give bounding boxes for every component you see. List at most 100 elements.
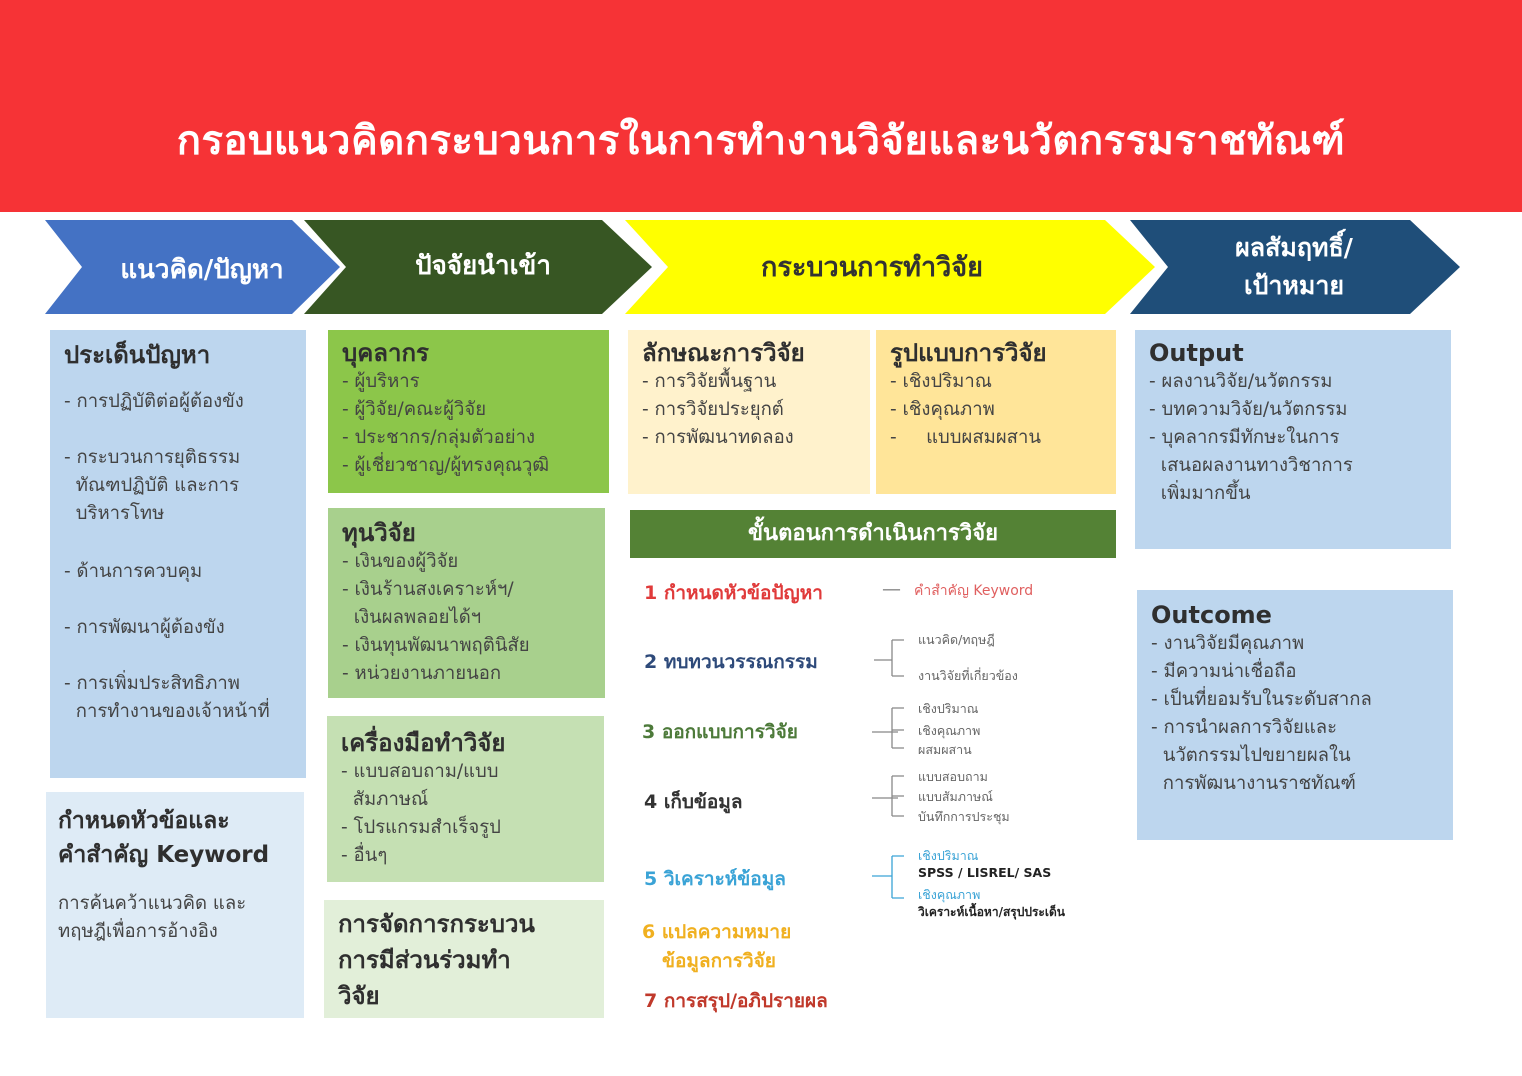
- output-title: Output: [1149, 339, 1244, 367]
- research-nature-line: - การวิจัยประยุกต์: [642, 399, 784, 420]
- outcome-line: - การนำผลการวิจัยและ: [1151, 717, 1338, 738]
- arrow-process-label: กระบวนการทำวิจัย: [761, 252, 983, 283]
- personnel-line: - ผู้เชี่ยวชาญ/ผู้ทรงคุณวุฒิ: [342, 455, 550, 476]
- research-nature-line: - การวิจัยพื้นฐาน: [642, 371, 777, 392]
- tools-title: เครื่องมือทำวิจัย: [341, 729, 506, 757]
- research-form-line: - แบบผสมผสาน: [890, 427, 1041, 448]
- outcome-title: Outcome: [1151, 601, 1272, 629]
- outcome-line: - เป็นที่ยอมรับในระดับสากล: [1151, 689, 1372, 710]
- management-line: การจัดการกระบวน: [338, 910, 535, 938]
- fund-line: เงินผลพลอยได้ฯ: [342, 607, 482, 628]
- step-4-sub: แบบสอบถาม: [918, 769, 988, 784]
- step-5-sub: SPSS / LISREL/ SAS: [918, 865, 1052, 880]
- management-box: การจัดการกระบวน การมีส่วนร่วมทำ วิจัย: [324, 900, 604, 1018]
- step-3: 3 ออกแบบการวิจัย: [642, 721, 798, 743]
- output-line: - บุคลากรมีทักษะในการ: [1149, 427, 1340, 448]
- bracket-step-5: [872, 855, 904, 899]
- bracket-step-4: [872, 775, 904, 817]
- arrow-goal-label-2: เป้าหมาย: [1244, 271, 1344, 300]
- issue-box: ประเด็นปัญหา - การปฏิบัติต่อผู้ต้องขัง -…: [50, 330, 306, 778]
- step-brackets: [872, 639, 904, 899]
- step-2-sub: งานวิจัยที่เกี่ยวข้อง: [918, 668, 1018, 683]
- personnel-title: บุคลากร: [342, 339, 429, 367]
- step-5-sub: เชิงคุณภาพ: [918, 887, 981, 902]
- output-line: เพิ่มมากขึ้น: [1149, 483, 1251, 504]
- phase-arrows: แนวคิด/ปัญหา ปัจจัยนำเข้า กระบวนการทำวิจ…: [45, 220, 1460, 314]
- output-line: เสนอผลงานทางวิชาการ: [1149, 455, 1353, 476]
- topic-box: กำหนดหัวข้อและ คำสำคัญ Keyword การค้นคว้…: [46, 792, 304, 1018]
- arrow-concept: [45, 220, 340, 314]
- research-form-title: รูปแบบการวิจัย: [890, 339, 1047, 367]
- fund-line: - หน่วยงานภายนอก: [342, 663, 502, 684]
- research-form-line: - เชิงคุณภาพ: [890, 399, 995, 420]
- arrow-input: [304, 220, 652, 314]
- topic-title: กำหนดหัวข้อและ: [58, 808, 230, 834]
- fund-box: ทุนวิจัย - เงินของผู้วิจัย - เงินร้านสงเ…: [328, 508, 605, 698]
- step-5-sub: เชิงปริมาณ: [918, 848, 979, 863]
- research-nature-box: ลักษณะการวิจัย - การวิจัยพื้นฐาน - การวิ…: [628, 330, 870, 494]
- personnel-line: - ประชากร/กลุ่มตัวอย่าง: [342, 427, 535, 448]
- step-1: 1 กำหนดหัวข้อปัญหา: [644, 582, 823, 604]
- issue-line: - การเพิ่มประสิทธิภาพ: [64, 673, 240, 694]
- fund-line: - เงินร้านสงเคราะห์ฯ/: [342, 579, 514, 600]
- management-line: วิจัย: [338, 982, 380, 1010]
- outcome-box: Outcome - งานวิจัยมีคุณภาพ - มีความน่าเช…: [1137, 590, 1453, 840]
- outcome-line: - งานวิจัยมีคุณภาพ: [1151, 633, 1305, 654]
- topic-line: การค้นคว้าแนวคิด และ: [58, 893, 247, 914]
- arrow-process: [625, 220, 1155, 314]
- management-line: การมีส่วนร่วมทำ: [338, 946, 511, 974]
- tools-line: - อื่นๆ: [341, 845, 388, 866]
- step-2: 2 ทบทวนวรรณกรรม: [644, 651, 818, 673]
- personnel-line: - ผู้วิจัย/คณะผู้วิจัย: [342, 399, 487, 420]
- issue-line: - ด้านการควบคุม: [64, 561, 203, 582]
- issue-line: ทัณฑปฏิบัติ และการ: [64, 475, 240, 496]
- topic-line: ทฤษฎีเพื่อการอ้างอิง: [58, 921, 218, 942]
- step-3-sub: เชิงคุณภาพ: [918, 723, 981, 738]
- step-3-sub: เชิงปริมาณ: [918, 701, 979, 716]
- step-5: 5 วิเคราะห์ข้อมูล: [644, 868, 786, 890]
- step-4-sub: บันทึกการประชุม: [918, 809, 1010, 824]
- output-box: Output - ผลงานวิจัย/นวัตกรรม - บทความวิจ…: [1135, 330, 1451, 549]
- tools-box: เครื่องมือทำวิจัย - แบบสอบถาม/แบบ สัมภาษ…: [327, 716, 604, 882]
- issue-line: - การปฏิบัติต่อผู้ต้องขัง: [64, 391, 244, 412]
- step-6-line-1: 6 แปลความหมาย: [642, 921, 792, 943]
- steps-header: ขั้นตอนการดำเนินการวิจัย: [630, 510, 1116, 558]
- research-form-line: - เชิงปริมาณ: [890, 371, 992, 392]
- fund-line: - เงินของผู้วิจัย: [342, 551, 459, 572]
- issue-line: การทำงานของเจ้าหน้าที่: [64, 701, 270, 722]
- step-6-line-2: ข้อมูลการวิจัย: [662, 950, 776, 972]
- arrow-goal: [1130, 220, 1460, 314]
- topic-title: คำสำคัญ Keyword: [58, 842, 270, 868]
- arrow-concept-label: แนวคิด/ปัญหา: [120, 255, 283, 285]
- bracket-step-3: [872, 707, 904, 749]
- output-line: - บทความวิจัย/นวัตกรรม: [1149, 399, 1348, 420]
- arrow-input-label: ปัจจัยนำเข้า: [415, 251, 551, 281]
- issue-line: บริหารโทษ: [64, 503, 165, 524]
- outcome-line: นวัตกรรมไปขยายผลใน: [1151, 745, 1351, 766]
- step-2-sub: แนวคิด/ทฤษฎี: [918, 632, 995, 647]
- research-nature-line: - การพัฒนาทดลอง: [642, 427, 794, 448]
- arrow-goal-label-1: ผลสัมฤทธิ์/: [1235, 228, 1354, 262]
- outcome-line: - มีความน่าเชื่อถือ: [1151, 661, 1297, 682]
- tools-line: - โปรแกรมสำเร็จรูป: [341, 817, 501, 838]
- step-7: 7 การสรุป/อภิปรายผล: [644, 990, 828, 1012]
- step-4-sub: แบบสัมภาษณ์: [918, 789, 993, 804]
- step-1-dash: —: [882, 578, 901, 600]
- step-3-sub: ผสมผสาน: [918, 742, 972, 757]
- fund-line: - เงินทุนพัฒนาพฤตินิสัย: [342, 635, 530, 656]
- page-title: กรอบแนวคิดกระบวนการในการทำงานวิจัยและนวั…: [176, 118, 1346, 164]
- personnel-line: - ผู้บริหาร: [342, 371, 420, 392]
- research-nature-title: ลักษณะการวิจัย: [642, 339, 805, 367]
- tools-line: สัมภาษณ์: [341, 789, 429, 810]
- step-5-sub: วิเคราะห์เนื้อหา/สรุปประเด็น: [918, 905, 1065, 919]
- research-form-box: รูปแบบการวิจัย - เชิงปริมาณ - เชิงคุณภาพ…: [876, 330, 1116, 494]
- issue-title: ประเด็นปัญหา: [64, 341, 211, 369]
- fund-title: ทุนวิจัย: [342, 519, 416, 547]
- title-banner: กรอบแนวคิดกระบวนการในการทำงานวิจัยและนวั…: [0, 0, 1522, 212]
- step-4: 4 เก็บข้อมูล: [644, 791, 743, 813]
- bracket-step-2: [874, 639, 904, 677]
- issue-line: - การพัฒนาผู้ต้องขัง: [64, 617, 225, 638]
- output-line: - ผลงานวิจัย/นวัตกรรม: [1149, 371, 1333, 392]
- tools-line: - แบบสอบถาม/แบบ: [341, 761, 499, 782]
- step-1-keyword: คำสำคัญ Keyword: [914, 583, 1034, 599]
